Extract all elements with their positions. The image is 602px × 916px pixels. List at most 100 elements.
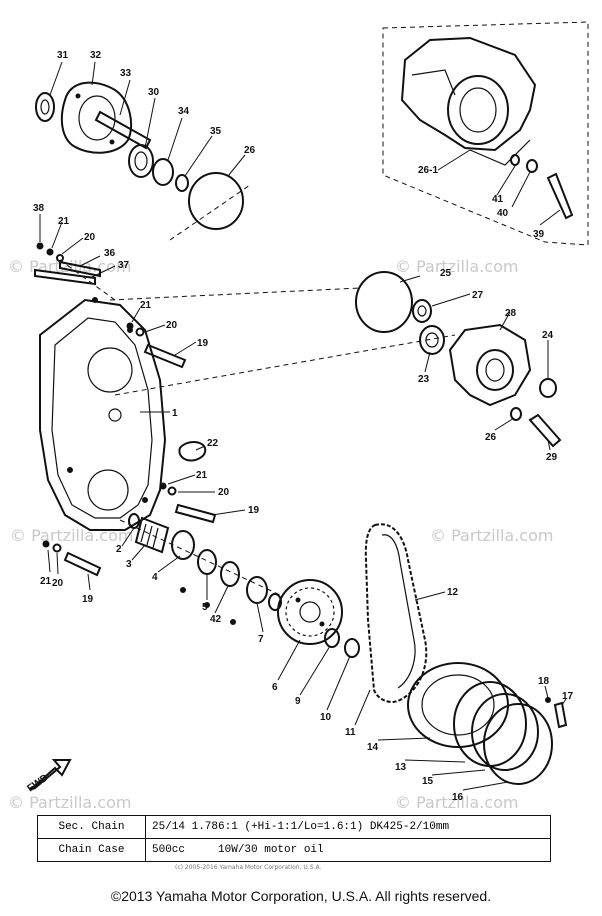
callout-22: 22 [207, 438, 219, 449]
callout-15: 15 [422, 776, 434, 787]
callout-20: 20 [52, 578, 64, 589]
callout-28: 28 [505, 308, 517, 319]
circlip-34 [152, 158, 174, 186]
bolt-37 [34, 268, 96, 286]
o-ring-2 [128, 513, 140, 529]
callout-19: 19 [248, 505, 260, 516]
callout-7: 7 [258, 634, 264, 645]
washer-26 [510, 407, 522, 421]
callout-20: 20 [84, 232, 96, 243]
spec-table: Sec. Chain 25/14 1.786:1 (+Hi-1:1/Lo=1.6… [37, 815, 551, 862]
callout-34: 34 [178, 106, 190, 117]
callout-20: 20 [166, 320, 178, 331]
small-copyright: (c) 2005-2016 Yamaha Motor Corporation, … [175, 864, 322, 871]
bearing-30 [128, 144, 154, 178]
callout-29: 29 [546, 452, 558, 463]
watermark: © Partzilla.com [10, 526, 133, 545]
nut-21 [42, 540, 50, 548]
pin [180, 587, 186, 593]
o-ring-25 [355, 271, 413, 333]
callout-21: 21 [58, 216, 70, 227]
callout-5: 5 [202, 602, 208, 613]
callout-19: 19 [197, 338, 209, 349]
nut-21 [126, 322, 134, 330]
callout-36: 36 [104, 248, 116, 259]
o-ring-26 [188, 172, 244, 230]
pin [230, 619, 236, 625]
washer-20 [167, 486, 177, 496]
callout-numbers: 31 32 33 30 34 35 26 38 21 20 36 37 21 2… [33, 50, 574, 803]
washer [268, 593, 282, 611]
housing-28 [448, 323, 532, 407]
callout-leaders [39, 61, 567, 791]
callout-26: 26 [485, 432, 497, 443]
callout-2: 2 [116, 544, 122, 555]
sprocket-6 [277, 579, 343, 645]
drive-chain-11 [364, 523, 428, 703]
housing-26-1 [400, 36, 537, 166]
watermark: © Partzilla.com [395, 793, 518, 812]
callout-20: 20 [218, 487, 230, 498]
callout-30: 30 [148, 87, 160, 98]
callout-16: 16 [452, 792, 464, 803]
watermark: © Partzilla.com [430, 526, 553, 545]
oil-seal-31 [35, 92, 55, 122]
callout-12: 12 [447, 587, 459, 598]
nut-21 [46, 248, 54, 256]
circlip-7 [246, 576, 268, 604]
plug-22 [178, 441, 207, 462]
callout-35: 35 [210, 126, 222, 137]
callout-23: 23 [418, 374, 430, 385]
spacer-5 [197, 549, 217, 575]
callout-19: 19 [82, 594, 94, 605]
oil-seal-27 [412, 299, 432, 323]
o-ring-35 [175, 174, 189, 192]
callout-13: 13 [395, 762, 407, 773]
callout-10: 10 [320, 712, 332, 723]
callout-32: 32 [90, 50, 102, 61]
callout-4: 4 [152, 572, 158, 583]
oil-seal-24 [539, 378, 557, 398]
callout-31: 31 [57, 50, 69, 61]
nut-21 [159, 482, 167, 490]
bearing-23 [419, 325, 445, 355]
gasket-15 [471, 693, 539, 771]
cover-16 [483, 703, 553, 785]
exploded-parts-diagram: © Partzilla.com © Partzilla.com © Partzi… [8, 21, 589, 812]
spec-label: Chain Case [37, 838, 146, 862]
callout-11: 11 [345, 727, 356, 738]
watermark: © Partzilla.com [395, 257, 518, 276]
callout-33: 33 [120, 68, 132, 79]
spec-label: Sec. Chain [37, 815, 146, 839]
bearing-4 [171, 530, 195, 560]
spec-row-chain-case: Chain Case 500cc 10W/30 motor oil [37, 838, 551, 862]
bolt-29 [528, 413, 562, 448]
callout-27: 27 [472, 290, 484, 301]
callout-25: 25 [440, 268, 452, 279]
bolt-17 [553, 701, 568, 729]
callout-37: 37 [118, 260, 130, 271]
washer-41 [510, 154, 520, 166]
watermark: © Partzilla.com [8, 793, 131, 812]
shaft-33 [94, 110, 152, 150]
spec-value: 500cc 10W/30 motor oil [145, 838, 551, 862]
bolt-19 [143, 343, 187, 369]
bolt-36 [59, 260, 101, 278]
callout-38: 38 [33, 203, 45, 214]
bolt-19 [174, 503, 217, 524]
pin [204, 602, 210, 608]
washer-18 [545, 697, 551, 703]
fwd-arrow: FWD [25, 759, 72, 794]
bolt-39 [546, 172, 574, 220]
collar-3 [134, 516, 170, 554]
callout-26: 26 [244, 145, 256, 156]
callout-26-1: 26-1 [418, 165, 438, 176]
bearing-housing-32 [60, 81, 133, 154]
washer-9 [324, 628, 340, 648]
chain-case-cover-1 [39, 297, 167, 531]
spec-value: 25/14 1.786:1 (+Hi-1:1/Lo=1.6:1) DK425-2… [145, 815, 551, 839]
washer-20 [135, 327, 145, 337]
spec-row-sec-chain: Sec. Chain 25/14 1.786:1 (+Hi-1:1/Lo=1.6… [37, 815, 551, 839]
footer-copyright: ©2013 Yamaha Motor Corporation, U.S.A. A… [110, 888, 492, 904]
callout-6: 6 [272, 682, 278, 693]
